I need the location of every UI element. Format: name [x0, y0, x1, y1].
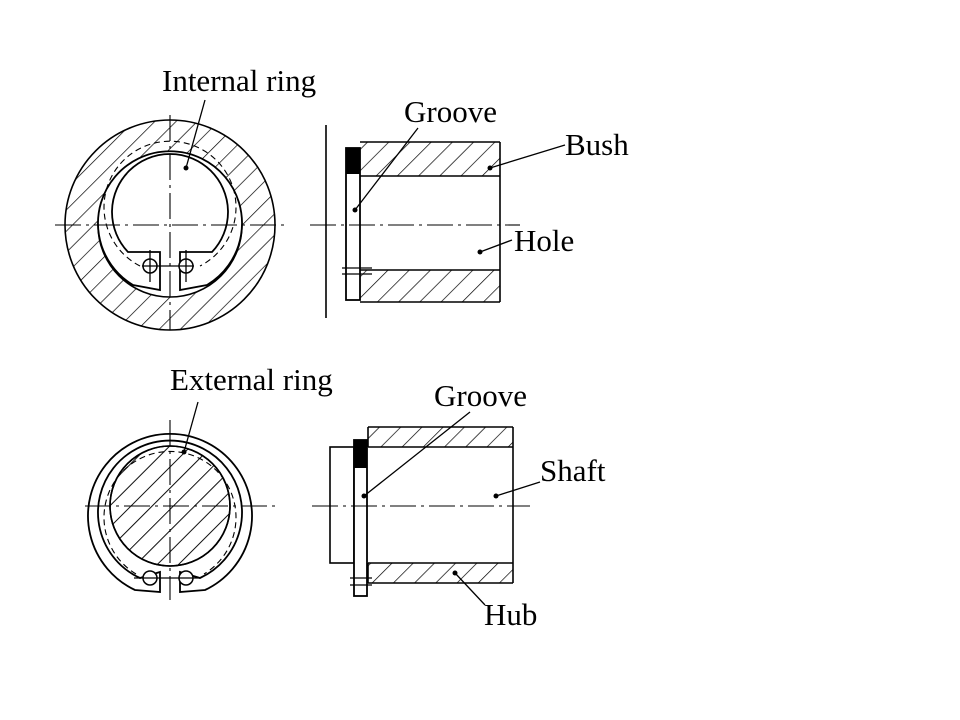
- leader-groove-top: [354, 127, 419, 211]
- shaft-stub: [329, 446, 355, 564]
- label-hub: Hub: [484, 597, 537, 632]
- internal-ring-front-view: [55, 115, 285, 331]
- hub-section-top: [368, 427, 513, 447]
- leader-external-ring: [183, 401, 199, 453]
- external-ring-side-view: [312, 426, 530, 597]
- leader-hole: [479, 239, 513, 253]
- external-ring-section-solid: [354, 440, 367, 468]
- hub-section-bottom: [368, 563, 513, 583]
- label-bush: Bush: [565, 127, 629, 162]
- leader-hub: [454, 572, 486, 606]
- bush-section-top: [360, 142, 500, 176]
- internal-ring-side-view: [310, 125, 520, 318]
- external-ring-body: [87, 433, 253, 593]
- leader-lines: [181, 99, 566, 606]
- leader-internal-ring: [185, 99, 206, 169]
- label-external-ring: External ring: [170, 362, 333, 397]
- leader-shaft: [495, 481, 541, 497]
- bush-section-bottom: [360, 270, 500, 302]
- label-groove-bottom: Groove: [434, 378, 527, 413]
- internal-ring-section-solid: [346, 148, 360, 174]
- leader-groove-bottom: [363, 411, 471, 497]
- external-ring-front-view: [85, 420, 280, 600]
- leader-bush: [489, 144, 566, 169]
- label-shaft: Shaft: [540, 453, 606, 488]
- label-hole: Hole: [514, 223, 574, 258]
- labels: Internal ring Groove Bush Hole External …: [162, 63, 629, 632]
- label-internal-ring: Internal ring: [162, 63, 316, 98]
- label-groove-top: Groove: [404, 94, 497, 129]
